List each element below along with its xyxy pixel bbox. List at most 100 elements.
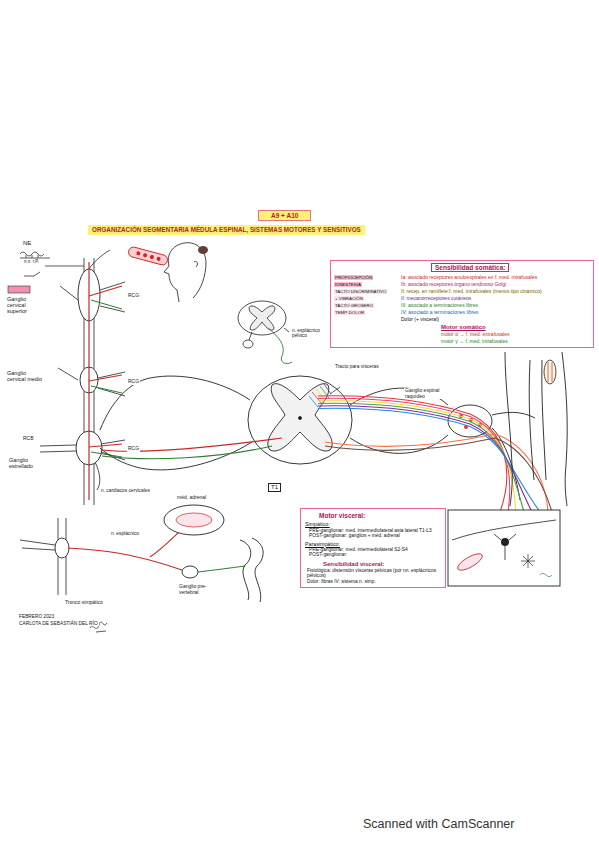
- splanchnic-nerve: [68, 548, 182, 570]
- splanchnic-fiber: [268, 328, 292, 364]
- signature-name: CARLOTA DE SEBASTIÁN DEL RÍO: [18, 621, 99, 626]
- structure-label: Tracto para vísceras: [334, 364, 380, 369]
- limb-outline: [505, 352, 512, 506]
- spinal-cord-section-small: [249, 306, 275, 330]
- tract-leader: [330, 387, 340, 394]
- spinal-cord-section: [248, 376, 352, 464]
- structure-label: Ganglio pre-vertebral: [178, 584, 224, 595]
- postganglionic-fiber: [91, 300, 122, 457]
- spinal-cord-section-small: [243, 340, 253, 348]
- spinal-cord-section-small: [238, 301, 286, 335]
- tract-leader: [330, 387, 340, 394]
- motor-fiber-label: motor α → f. med. extrafusales: [441, 332, 509, 338]
- motor-fiber-label: motor γ → f. med. intrafusales: [441, 339, 508, 345]
- neuron-location: POST-ganglionar:: [309, 552, 441, 558]
- gland-sketch: [8, 286, 30, 293]
- neuron-location: PRE-ganglionar: med. intermediolateral S…: [309, 547, 441, 553]
- adrenal-gland: [176, 513, 212, 527]
- nerve-ending-sketch: [24, 272, 40, 276]
- fiber-type: IV: asociado a terminaciones libres: [401, 310, 478, 316]
- limb-outline: [529, 360, 546, 480]
- sympathetic-trunk: [58, 286, 78, 380]
- nerve-envelope: [492, 412, 535, 418]
- nerve-ending-sketch: [20, 255, 50, 258]
- system-label: Parasimpático:: [305, 541, 441, 547]
- spinal-cord-section-small: [238, 301, 289, 348]
- inset-box: [448, 510, 560, 586]
- prevertebral-ganglion: [182, 566, 198, 578]
- artery-tube: [156, 256, 161, 261]
- table-heading: Sensibilidad visceral:: [323, 561, 441, 568]
- watermark: Scanned with CamScanner: [362, 818, 515, 832]
- artery-tube: [149, 255, 154, 260]
- table-heading: Motor somático: [441, 324, 486, 331]
- fiber-type: II: mecanorreceptores cutáneos: [401, 296, 471, 302]
- muscle-spindle: [544, 360, 556, 384]
- structure-label: n. cardíacos cervicales: [100, 488, 152, 493]
- structure-label: Ganglio cervical superior: [6, 296, 44, 314]
- structure-label: Ganglio estrellado: [8, 457, 50, 469]
- spinal-cord-section: [299, 417, 302, 420]
- hair-bun: [198, 246, 208, 254]
- fiber-type: II: recep. en ramillete f. med. intrafus…: [401, 289, 542, 295]
- modality-label: TEMP-DOLOR: [334, 310, 365, 315]
- inset-box: [452, 520, 556, 540]
- motor-fiber: [325, 434, 552, 512]
- abbreviation: n.n. r.P.: [23, 260, 40, 265]
- sensory-fiber: [318, 396, 540, 512]
- structure-label: n. esplácnico: [110, 531, 140, 536]
- spinal-cord-section: [248, 376, 352, 464]
- artery-tube: [136, 251, 141, 256]
- nerve-envelope: [100, 442, 252, 470]
- neuron-location: POST-ganglionar: ganglios + méd. adrenal: [309, 533, 441, 539]
- artery-tube: [127, 246, 168, 266]
- dorsal-horn-hatching: [316, 389, 326, 401]
- lesson-tag: A9 + A10: [258, 210, 311, 221]
- ganglion: [55, 538, 69, 558]
- table-heading: Motor visceral:: [319, 512, 441, 519]
- system-label: Simpático:: [305, 521, 441, 527]
- segment-number: T1: [271, 484, 278, 491]
- inset-box: [501, 538, 509, 546]
- spinal-cord-section: [268, 384, 332, 451]
- sensory-fiber: [318, 408, 540, 512]
- ganglion: [55, 538, 69, 558]
- inset-box: [540, 573, 552, 576]
- inset-box: [455, 551, 484, 574]
- ramus-label: RCG: [127, 379, 140, 385]
- postganglionic-fiber: [198, 566, 245, 572]
- visceral-preganglionic: [102, 446, 272, 459]
- dorsal-horn-hatching: [324, 384, 331, 394]
- segment-tag: T1: [268, 483, 281, 492]
- head-profile: [194, 261, 197, 267]
- sensory-fiber: [318, 398, 510, 512]
- sympathetic-trunk: [40, 250, 125, 505]
- limb-outline: [562, 352, 567, 506]
- abbreviation: NE: [22, 240, 32, 247]
- nerve-envelope: [100, 376, 535, 500]
- sensory-fiber: [318, 401, 516, 512]
- intestine-sketch: [252, 538, 263, 602]
- nerve-ending-sketch: [45, 266, 84, 267]
- fiber-type: III: asociado a terminaciones libres: [401, 303, 478, 309]
- artery-tube: [127, 246, 168, 266]
- modality-label: KINESTESIA: [334, 282, 362, 287]
- fiber-type: Ib: asociado receptores órgano tendinoso…: [401, 282, 506, 288]
- preganglionic-fiber: [89, 286, 122, 447]
- sympathetic-trunk: [89, 250, 110, 269]
- postganglionic-fiber: [198, 566, 245, 572]
- prevertebral-ganglion: [182, 566, 198, 578]
- ramus-label: RCB: [22, 436, 35, 442]
- sensory-fiber: [318, 403, 524, 512]
- splanchnic-fiber: [268, 328, 292, 364]
- motor-fiber: [325, 438, 552, 512]
- preganglionic-fiber: [89, 262, 122, 500]
- muscle-spindle: [548, 362, 552, 382]
- inset-box: [448, 510, 560, 586]
- modality-label: + VIBRACIÓN: [334, 296, 364, 301]
- modality-label: TACTO GROSERO: [334, 303, 374, 308]
- neuron-location: PRE-ganglionar: med. intermediolateral a…: [309, 528, 441, 534]
- table-heading: Sensibilidad somática:: [431, 263, 509, 272]
- ramus-label: RCG: [127, 446, 140, 452]
